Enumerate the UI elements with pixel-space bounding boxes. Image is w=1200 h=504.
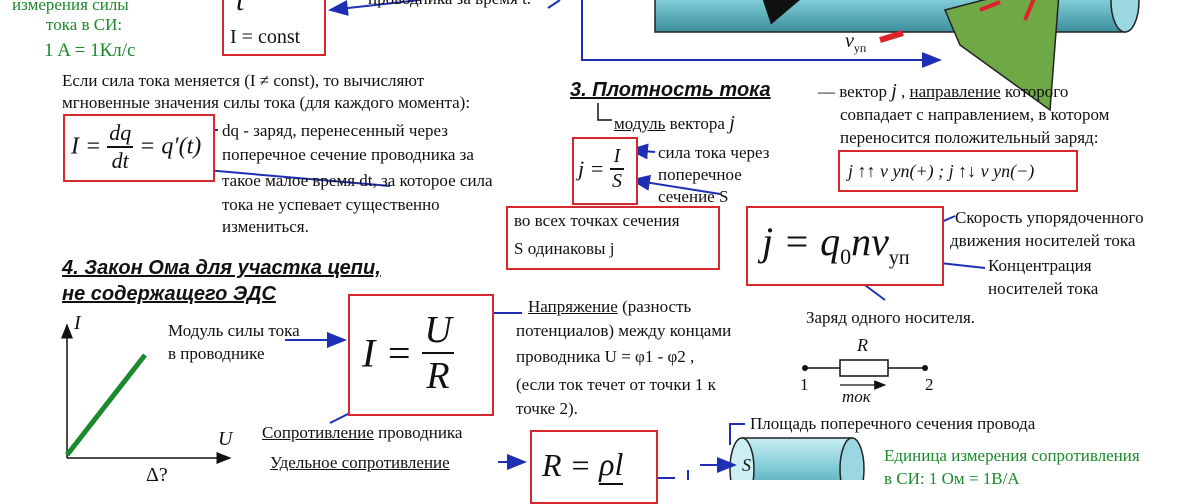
density-num: I (609, 145, 624, 170)
si-unit-value: 1 A = 1Кл/с (44, 40, 136, 61)
ohm-voltage-line2: потенциалов) между концами (516, 321, 732, 340)
ohm-voltage-line4: (если ток течет от точки 1 к (516, 375, 716, 394)
dq-text-line5: измениться. (222, 217, 309, 236)
big-density-box: j = q0nvуп (746, 206, 944, 286)
ohm-modulus-line2: в проводнике (168, 344, 265, 363)
graph-x-label: U (218, 428, 233, 450)
variable-current-line1: Если сила тока меняется (I ≠ const), то … (62, 71, 425, 90)
density-definition-line3: переносится положительный заряд: (840, 128, 1099, 147)
ohm-voltage-line3: проводника U = φ1 - φ2 , (516, 347, 695, 366)
directions-box: j ↑↑ v уп(+) ; j ↑↓ v уп(−) (838, 150, 1078, 192)
si-unit-line1: измерения силы (12, 0, 129, 14)
uniform-density-line1: во всех точках сечения (514, 211, 680, 230)
top-fragment: проводника за время t. (368, 0, 531, 10)
cross-section-s: S (742, 455, 751, 475)
resistance-formula-box: R = ρl (530, 430, 658, 504)
big-density-formula: j = q0nvуп (762, 219, 910, 269)
conc-note-line2: носителей тока (988, 279, 1099, 298)
const-box-text: I = const (230, 26, 301, 48)
si-unit-line2: тока в СИ: (46, 15, 123, 34)
uniform-density-box: во всех точках сечения S одинаковы j (506, 206, 720, 270)
directions-text: j ↑↑ v уп(+) ; j ↑↓ v уп(−) (848, 161, 1035, 181)
ohm-den: R (426, 355, 450, 397)
dq-lhs: I = (71, 133, 102, 160)
variable-current-line2: мгновенные значения силы тока (для каждо… (62, 93, 471, 112)
resistor-label: R (857, 335, 868, 355)
resistance-num: ρl (599, 446, 624, 486)
resistance-lhs: R = (542, 447, 592, 484)
speed-note-line1: Скорость упорядоченного (955, 208, 1144, 227)
ohm-unit-line2: в СИ: 1 Ом = 1В/А (884, 469, 1020, 488)
density-den: S (611, 170, 622, 192)
uniform-density-line2: S одинаковы j (514, 239, 615, 258)
resistor-symbol (802, 359, 928, 390)
density-modulus: модуль вектора j (614, 112, 735, 134)
ohm-heading-line2: не содержащего ЭДС (62, 283, 276, 305)
speed-note-line2: движения носителей тока (950, 231, 1136, 250)
ohm-formula-box: I = U R (348, 294, 494, 416)
ohm-specific-label: Удельное сопротивление (270, 453, 450, 472)
velocity-label: vуп (845, 30, 867, 55)
graph-y-label: I (74, 312, 81, 334)
bottom-fragment: Δ? (146, 464, 168, 486)
density-formula-box: j = I S (572, 137, 638, 205)
density-note-line3: сечение S (658, 187, 729, 206)
charge-note: Заряд одного носителя. (806, 308, 976, 327)
density-definition-line2: совпадает с направлением, в котором (840, 105, 1110, 124)
resistor-point-2: 2 (925, 375, 934, 394)
resistor-point-1: 1 (800, 375, 809, 394)
ohm-voltage-line5: точке 2). (516, 399, 578, 418)
const-box: t I = const (222, 0, 326, 56)
dq-text-line1: dq - заряд, перенесенный через (222, 121, 448, 140)
density-definition-line1: — вектор j , направление которого (818, 80, 1069, 102)
dq-text-line3: такое малое время dt, за которое сила (222, 171, 493, 190)
density-heading: 3. Плотность тока (570, 79, 771, 101)
ohm-modulus-line1: Модуль силы тока (168, 321, 300, 340)
const-box-glyph: t (236, 0, 245, 17)
dq-rhs: = q′(t) (139, 133, 202, 160)
ohm-resistance-label: Сопротивление проводника (262, 423, 463, 442)
conc-note-line1: Концентрация (988, 256, 1092, 275)
ohm-graph (61, 323, 232, 464)
diagram-overlay (61, 0, 1140, 480)
dq-text-line2: поперечное сечение проводника за (222, 145, 474, 164)
cross-section-label: Площадь поперечного сечения провода (750, 414, 1036, 433)
resistor-current-label: ток (842, 387, 871, 406)
velocity-arrow (879, 30, 904, 43)
ohm-lhs: I = (362, 330, 413, 376)
ohm-num: U (422, 308, 454, 354)
wire-cylinder-top (654, 0, 1140, 112)
dq-num: dq (107, 120, 134, 148)
dq-den: dt (111, 148, 129, 173)
cross-section-cone (943, 0, 1060, 112)
ohm-heading-line1: 4. Закон Ома для участка цепи, (62, 257, 381, 279)
density-lhs: j = (578, 156, 605, 181)
dq-formula-box: I = dq dt = q′(t) (63, 114, 215, 182)
dq-text-line4: тока не успевает существенно (222, 195, 440, 214)
density-note-line2: поперечное (658, 165, 742, 184)
density-note-line1: сила тока через (658, 143, 770, 162)
ohm-voltage-line1: Напряжение (разность (528, 297, 692, 316)
ohm-unit-line1: Единица измерения сопротивления (884, 446, 1140, 465)
